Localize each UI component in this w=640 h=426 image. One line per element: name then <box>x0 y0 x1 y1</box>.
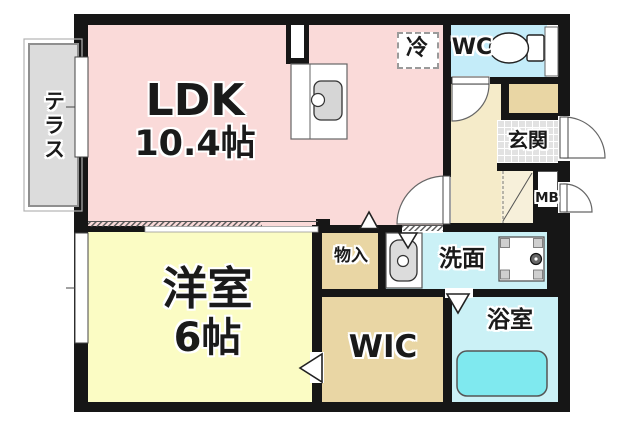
wall-below-mb <box>533 207 570 224</box>
meter-box-label: MB <box>535 189 559 206</box>
terrace-label: テラス <box>41 90 66 162</box>
fridge-label: 冷 <box>405 36 428 61</box>
ldk-size-label: 10.4帖 <box>134 123 256 164</box>
wall-entrance-closet-bottom <box>501 113 570 120</box>
western-room-label: 洋室 <box>162 261 253 315</box>
wall-entrance-tile-bottom <box>497 163 570 171</box>
wall-wic-top <box>312 289 570 297</box>
wc-label: WC <box>451 35 493 60</box>
entrance-tile-floor <box>497 120 558 163</box>
wall-storage-right <box>378 228 386 289</box>
wall-western-right <box>312 225 322 402</box>
ldk-label: LDK <box>145 75 245 126</box>
wall-wc-left <box>443 25 451 177</box>
wall-entrance-closet-left <box>501 84 509 118</box>
room-ldk <box>88 25 444 226</box>
storage-label: 物入 <box>334 245 368 266</box>
wall-washroom-top <box>443 223 570 232</box>
entrance-upper-closet <box>509 84 558 114</box>
wall-left <box>74 14 88 412</box>
wall-bottom <box>74 402 570 412</box>
wall-top <box>74 14 570 25</box>
fridge-space <box>397 32 439 69</box>
shoe-cabinet <box>501 171 533 223</box>
wall-mb-left <box>533 171 538 208</box>
washroom-label: 洗面 <box>439 245 485 272</box>
wall-washroom-right-thick <box>547 223 570 292</box>
wall-wc-bottom <box>443 77 570 84</box>
wall-ldk-western-segment <box>88 226 145 232</box>
wic-label: WIC <box>348 328 418 365</box>
wall-wic-bath-divider <box>443 292 452 402</box>
room-wic <box>322 297 443 402</box>
bathroom-label: 浴室 <box>487 306 533 333</box>
entrance-label: 玄関 <box>508 128 548 152</box>
room-western <box>88 229 312 402</box>
western-room-size-label: 6帖 <box>173 315 242 361</box>
room-corridor <box>451 84 501 224</box>
room-storage <box>322 233 378 289</box>
wall-storage-top <box>322 225 404 233</box>
